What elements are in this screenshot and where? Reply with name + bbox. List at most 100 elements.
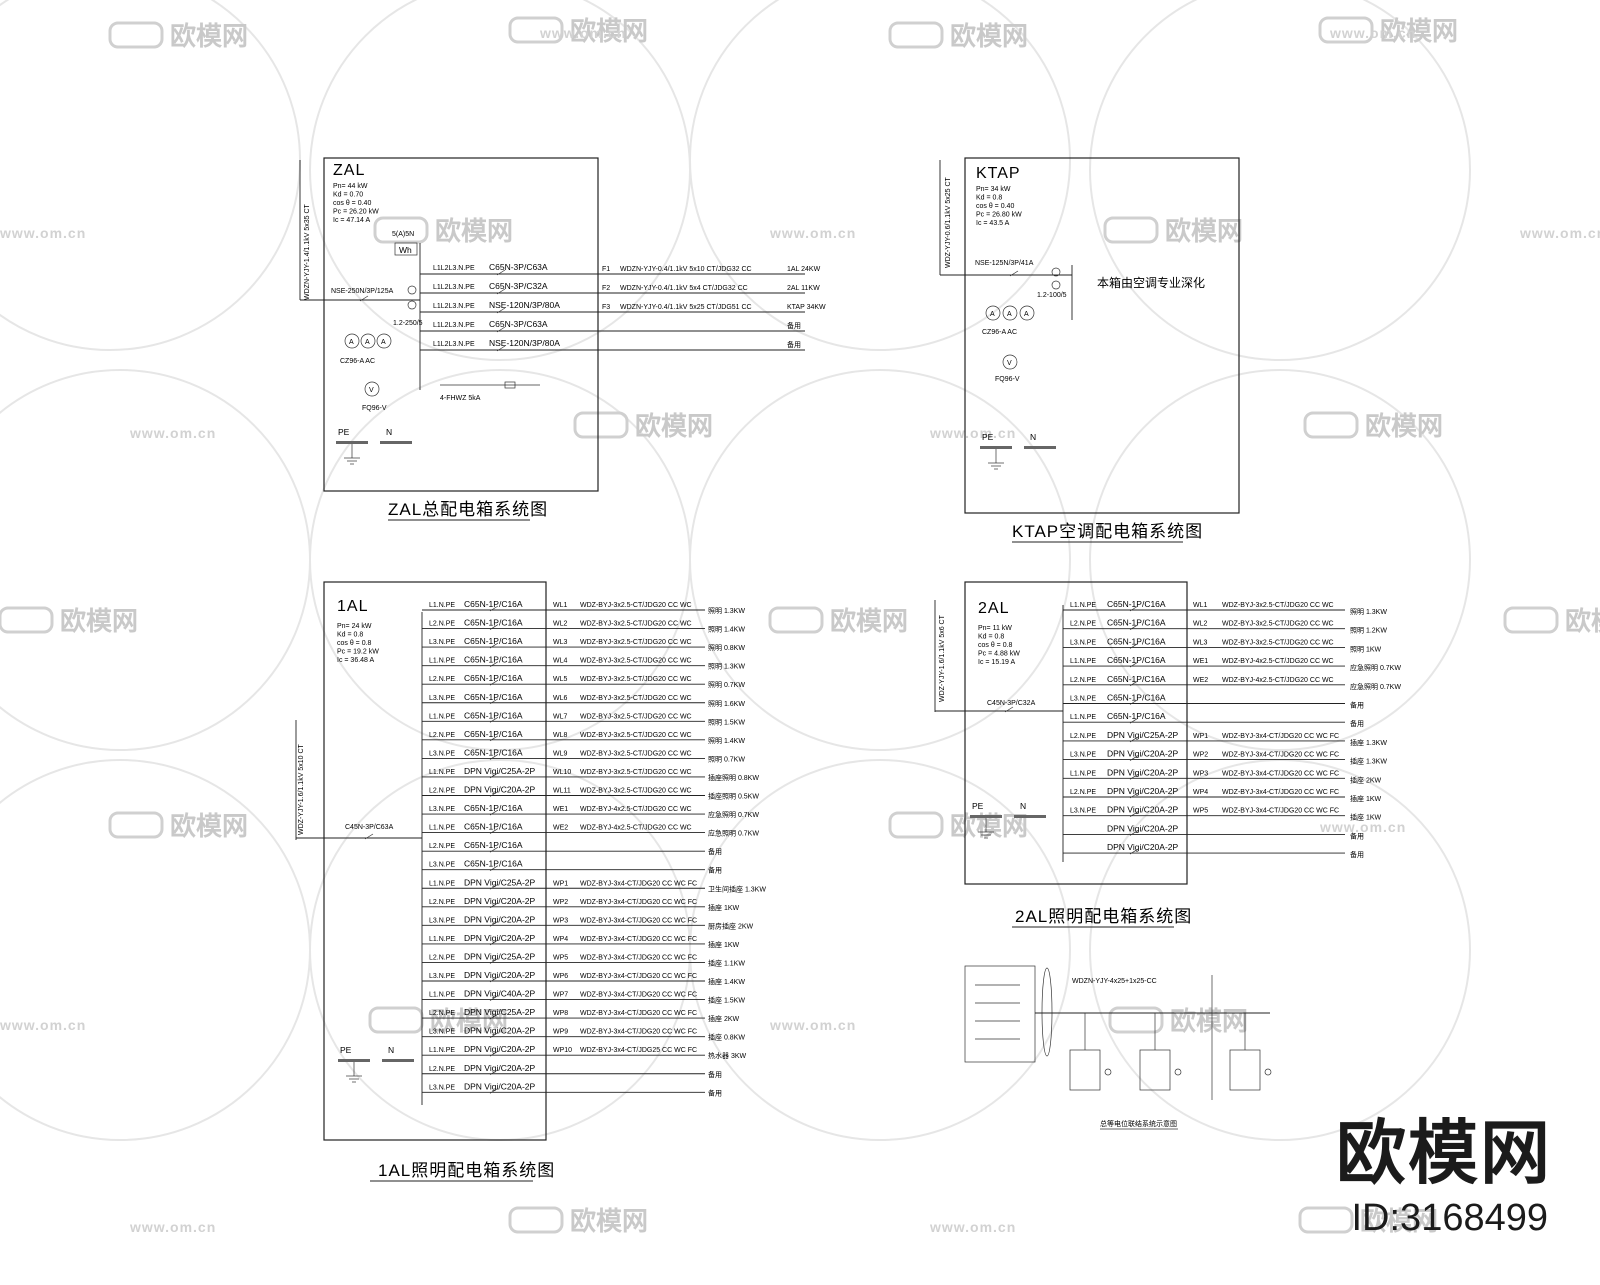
watermark-url: www.om.cn — [0, 1017, 86, 1033]
al1-circuit-cable: WDZ-BYJ-3x2.5-CT/JDG20 CC WC — [580, 713, 692, 720]
watermark-circle — [689, 0, 1071, 351]
al1-circuit-cable: WDZ-BYJ-3x2.5-CT/JDG20 CC WC — [580, 750, 692, 757]
al2-circuit-cable: WDZ-BYJ-3x4-CT/JDG20 CC WC FC — [1222, 752, 1339, 759]
al1-circuit-cable: WDZ-BYJ-3x4-CT/JDG20 CC WC FC — [580, 1010, 697, 1017]
al1-circuit-load: 备用 — [708, 866, 722, 875]
al2-circuit-breaker: C65N-1P/C16A — [1107, 711, 1166, 721]
ktap-incoming-cable: WDZ-YJY-0.6/1.1kV 5x25 CT — [945, 177, 952, 268]
bonding-caption: 总等电位联结系统示意图 — [1100, 1119, 1177, 1128]
al1-circuit-id: WL11 — [553, 788, 571, 795]
breaker-contact — [489, 735, 499, 742]
brand-logo-text: 欧模网 — [1336, 1112, 1552, 1194]
meter-letter: A — [1024, 311, 1029, 318]
breaker-contact — [489, 1088, 499, 1094]
zal-voltmeter: FQ96-V — [362, 405, 387, 412]
ktap-param: Ic = 43.5 A — [976, 220, 1010, 227]
al2-circuit-cable: WDZ-BYJ-3x4-CT/JDG20 CC WC FC — [1222, 789, 1339, 796]
al1-circuit-breaker: DPN Vigi/C20A-2P — [464, 1081, 536, 1091]
breaker-contact — [1129, 699, 1139, 705]
pe-label: PE — [972, 801, 984, 811]
al2-circuit-phase: L3.N.PE — [1070, 696, 1096, 703]
al1-circuit-phase: L2.N.PE — [429, 1066, 455, 1073]
breaker-contact — [359, 295, 369, 302]
ktap-note: 本箱由空调专业深化 — [1097, 275, 1205, 290]
pe-label: PE — [340, 1045, 352, 1055]
breaker-contact — [496, 288, 506, 295]
watermark-logo-icon — [573, 411, 629, 439]
al1-circuit-phase: L3.N.PE — [429, 806, 455, 813]
al2-circuit-breaker: C65N-1P/C16A — [1107, 618, 1166, 628]
meter-circle — [376, 333, 392, 349]
al1-circuit-cable: WDZ-BYJ-3x2.5-CT/JDG20 CC WC — [580, 769, 692, 776]
breaker-contact — [1129, 848, 1139, 855]
al1-param: Pn= 24 kW — [337, 623, 372, 630]
zal-param: Pn= 44 kW — [333, 183, 368, 190]
zal-circuit-breaker: NSE-120N/3P/80A — [489, 300, 560, 310]
al2-circuit-phase: L1.N.PE — [1070, 714, 1096, 721]
al2-circuit-cable: WDZ-BYJ-4x2.5-CT/JDG20 CC WC — [1222, 658, 1334, 665]
al2-box-name: 2AL — [978, 600, 1009, 617]
zal-circuit-load: 备用 — [787, 321, 801, 330]
al1-param: Kd = 0.8 — [337, 632, 363, 639]
watermark-circle — [1089, 0, 1471, 361]
n-label: N — [1020, 801, 1026, 811]
al1-circuit-id: WP1 — [553, 880, 568, 887]
al1-circuit-cable: WDZ-BYJ-3x2.5-CT/JDG20 CC WC — [580, 621, 692, 628]
meter-circle — [985, 305, 1001, 321]
al1-circuit-breaker: DPN Vigi/C25A-2P — [464, 1007, 536, 1017]
zal-circuit-phase: L1L2L3.N.PE — [433, 303, 475, 310]
al1-circuit-id: WL9 — [553, 750, 568, 757]
al1-circuit-breaker: DPN Vigi/C20A-2P — [464, 970, 536, 980]
al2-circuit-cable: WDZ-BYJ-3x4-CT/JDG20 CC WC FC — [1222, 770, 1339, 777]
al1-param: cos θ = 0.8 — [337, 640, 372, 647]
pe-busbar — [338, 1059, 370, 1062]
breaker-contact — [489, 791, 499, 797]
al1-circuit-id: WL8 — [553, 732, 568, 739]
zal-circuit-id: F2 — [602, 285, 610, 292]
breaker-contact — [1129, 624, 1139, 630]
breaker-contact — [489, 624, 499, 630]
al2-circuit-breaker: C65N-1P/C16A — [1107, 693, 1166, 703]
al1-circuit-id: WL1 — [553, 602, 568, 609]
n-busbar — [382, 1059, 414, 1062]
zal-panel-frame — [323, 157, 599, 492]
zal-circuit-id: F3 — [602, 304, 610, 311]
al1-circuit-id: WE2 — [553, 825, 568, 832]
al1-circuit-id: WL10 — [553, 769, 571, 776]
al1-circuit-phase: L1.N.PE — [429, 1047, 455, 1054]
ktap-caption: KTAP空调配电箱系统图 — [1012, 522, 1203, 541]
al1-circuit-load: 插座 2KW — [708, 1014, 740, 1023]
al1-circuit-breaker: DPN Vigi/C20A-2P — [464, 1044, 536, 1054]
al2-circuit-id: WP2 — [1193, 752, 1208, 759]
zal-circuit-load: 2AL 11KW — [787, 285, 820, 292]
al1-circuit-load: 厨房插座 2KW — [708, 921, 754, 930]
watermark-logo-icon — [768, 606, 824, 634]
al1-circuit-phase: L2.N.PE — [429, 732, 455, 739]
al1-circuit-phase: L1.N.PE — [429, 658, 455, 665]
watermark-url: www.om.cn — [539, 25, 626, 41]
al2-circuit-cable: WDZ-BYJ-3x2.5-CT/JDG20 CC WC — [1222, 602, 1334, 609]
zal-circuit-load: 1AL 24KW — [787, 266, 821, 273]
zal-circuit-phase: L1L2L3.N.PE — [433, 341, 475, 348]
al2-incoming-cable: WDZ-YJY-1.6/1.1kV 5x6 CT — [939, 614, 946, 702]
al1-circuit-breaker: C65N-1P/C16A — [464, 618, 523, 628]
zal-incoming-cable: WDZN-YJY-1.4/1.1kV 5x35 CT — [304, 203, 311, 300]
breaker-contact — [496, 307, 506, 314]
al1-circuit-cable: WDZ-BYJ-3x2.5-CT/JDG20 CC WC — [580, 676, 692, 683]
breaker-contact — [1129, 680, 1139, 687]
bonding-node — [1104, 1068, 1112, 1076]
zal-circuit-breaker: C65N-3P/C63A — [489, 319, 548, 329]
zal-circuit-id: F1 — [602, 266, 610, 273]
al2-circuit-phase: L1.N.PE — [1070, 658, 1096, 665]
al2-circuit-id: WL1 — [1193, 602, 1208, 609]
breaker-contact — [1129, 811, 1139, 817]
breaker-contact — [1129, 736, 1139, 743]
al1-circuit-phase: L3.N.PE — [429, 750, 455, 757]
al1-circuit-load: 照明 1.3KW — [708, 663, 745, 671]
al2-circuit-phase: L2.N.PE — [1070, 789, 1096, 796]
breaker-contact — [489, 958, 499, 964]
ktap-param: cos θ = 0.40 — [976, 203, 1014, 210]
zal-main-breaker: NSE-250N/3P/125A — [331, 288, 394, 295]
al1-circuit-id: WP2 — [553, 899, 568, 906]
al1-circuit-breaker: C65N-1P/C16A — [464, 859, 523, 869]
